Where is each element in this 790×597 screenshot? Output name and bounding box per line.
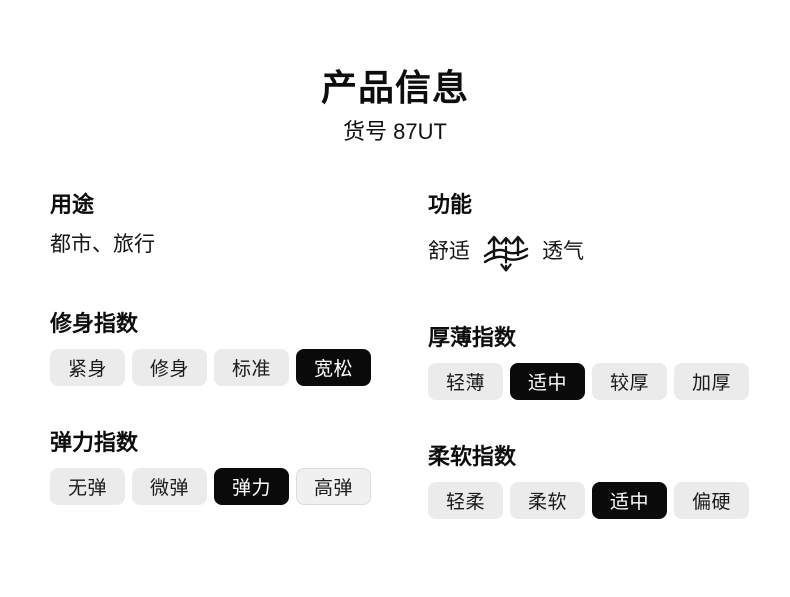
section-function-body: 舒适 xyxy=(428,230,790,274)
function-value-breathable: 透气 xyxy=(542,240,584,263)
spacer xyxy=(50,386,428,428)
elasticity-index-option-1[interactable]: 微弹 xyxy=(132,468,207,505)
thickness-index-option-2[interactable]: 较厚 xyxy=(592,363,667,400)
softness-index-option-0[interactable]: 轻柔 xyxy=(428,482,503,519)
section-fit-index-title: 修身指数 xyxy=(50,311,139,336)
spacer xyxy=(50,260,428,309)
section-fit-index: 修身指数 紧身 修身 标准 宽松 xyxy=(50,309,428,386)
section-softness-index-title: 柔软指数 xyxy=(428,444,517,469)
elasticity-index-options: 无弹 微弹 弹力 高弹 xyxy=(50,468,428,505)
fit-index-option-3[interactable]: 宽松 xyxy=(296,349,371,386)
page-title: 产品信息 xyxy=(320,67,469,108)
elasticity-index-option-0[interactable]: 无弹 xyxy=(50,468,125,505)
softness-index-option-2[interactable]: 适中 xyxy=(592,482,667,519)
usage-value: 都市、旅行 xyxy=(50,233,155,256)
spacer xyxy=(428,400,790,442)
section-usage-body: 都市、旅行 xyxy=(50,230,428,260)
elasticity-index-option-2[interactable]: 弹力 xyxy=(214,468,289,505)
product-code: 货号 87UT xyxy=(343,119,447,144)
fit-index-option-2[interactable]: 标准 xyxy=(214,349,289,386)
softness-index-options: 轻柔 柔软 适中 偏硬 xyxy=(428,482,790,519)
fit-index-option-0[interactable]: 紧身 xyxy=(50,349,125,386)
section-usage: 用途 都市、旅行 xyxy=(50,190,428,260)
softness-index-option-1[interactable]: 柔软 xyxy=(510,482,585,519)
fit-index-option-1[interactable]: 修身 xyxy=(132,349,207,386)
specs-column-left: 用途 都市、旅行 修身指数 紧身 修身 标准 宽松 弹力指数 xyxy=(0,190,428,519)
section-function-title: 功能 xyxy=(428,192,473,217)
specs-columns: 用途 都市、旅行 修身指数 紧身 修身 标准 宽松 弹力指数 xyxy=(0,190,790,519)
thickness-index-option-3[interactable]: 加厚 xyxy=(674,363,749,400)
thickness-index-option-1[interactable]: 适中 xyxy=(510,363,585,400)
spacer xyxy=(428,274,790,323)
section-softness-index: 柔软指数 轻柔 柔软 适中 偏硬 xyxy=(428,442,790,519)
thickness-index-options: 轻薄 适中 较厚 加厚 xyxy=(428,363,790,400)
fit-index-options: 紧身 修身 标准 宽松 xyxy=(50,349,428,386)
elasticity-index-option-3[interactable]: 高弹 xyxy=(296,468,371,505)
softness-index-option-3[interactable]: 偏硬 xyxy=(674,482,749,519)
page-header: 产品信息 货号 87UT xyxy=(0,66,790,146)
section-elasticity-index: 弹力指数 无弹 微弹 弹力 高弹 xyxy=(50,428,428,505)
section-elasticity-index-title: 弹力指数 xyxy=(50,430,139,455)
section-usage-title: 用途 xyxy=(50,192,95,217)
section-thickness-index: 厚薄指数 轻薄 适中 较厚 加厚 xyxy=(428,323,790,400)
thickness-index-option-0[interactable]: 轻薄 xyxy=(428,363,503,400)
section-thickness-index-title: 厚薄指数 xyxy=(428,325,517,350)
breathable-icon xyxy=(482,230,530,274)
section-function: 功能 舒适 xyxy=(428,190,790,274)
specs-column-right: 功能 舒适 xyxy=(428,190,790,519)
function-value-comfort: 舒适 xyxy=(428,240,470,263)
